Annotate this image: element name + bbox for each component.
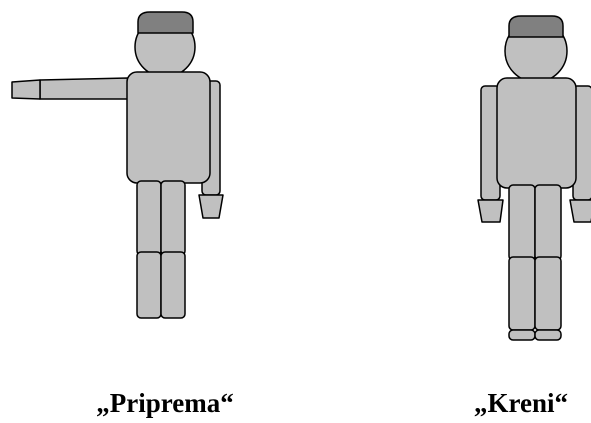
upper-leg-left-1 <box>136 180 162 256</box>
caption-priprema: „Priprema“ <box>96 388 234 418</box>
right-hand <box>569 199 591 223</box>
lower-leg-right-1 <box>508 256 536 331</box>
foot-right-1 <box>508 329 536 341</box>
lower-leg-left-1 <box>136 251 162 319</box>
hanging-hand <box>198 194 224 219</box>
upper-leg-right-2 <box>534 184 562 261</box>
upper-leg-left-2 <box>160 180 186 256</box>
foot-right-2 <box>534 329 562 341</box>
upper-leg-right-1 <box>508 184 536 261</box>
lower-leg-left-2 <box>160 251 186 319</box>
figure-priprema <box>11 11 224 319</box>
torso-left-figure <box>126 71 211 184</box>
lower-leg-right-2 <box>534 256 562 331</box>
cap-left-figure <box>137 11 194 34</box>
cap-right-figure <box>508 15 564 38</box>
left-hand <box>477 199 504 223</box>
figure-kreni <box>477 15 591 341</box>
torso-right-figure <box>496 77 577 189</box>
caption-kreni: „Kreni“ <box>474 388 568 418</box>
pointing-hand <box>11 79 41 100</box>
extended-arm <box>39 77 129 100</box>
